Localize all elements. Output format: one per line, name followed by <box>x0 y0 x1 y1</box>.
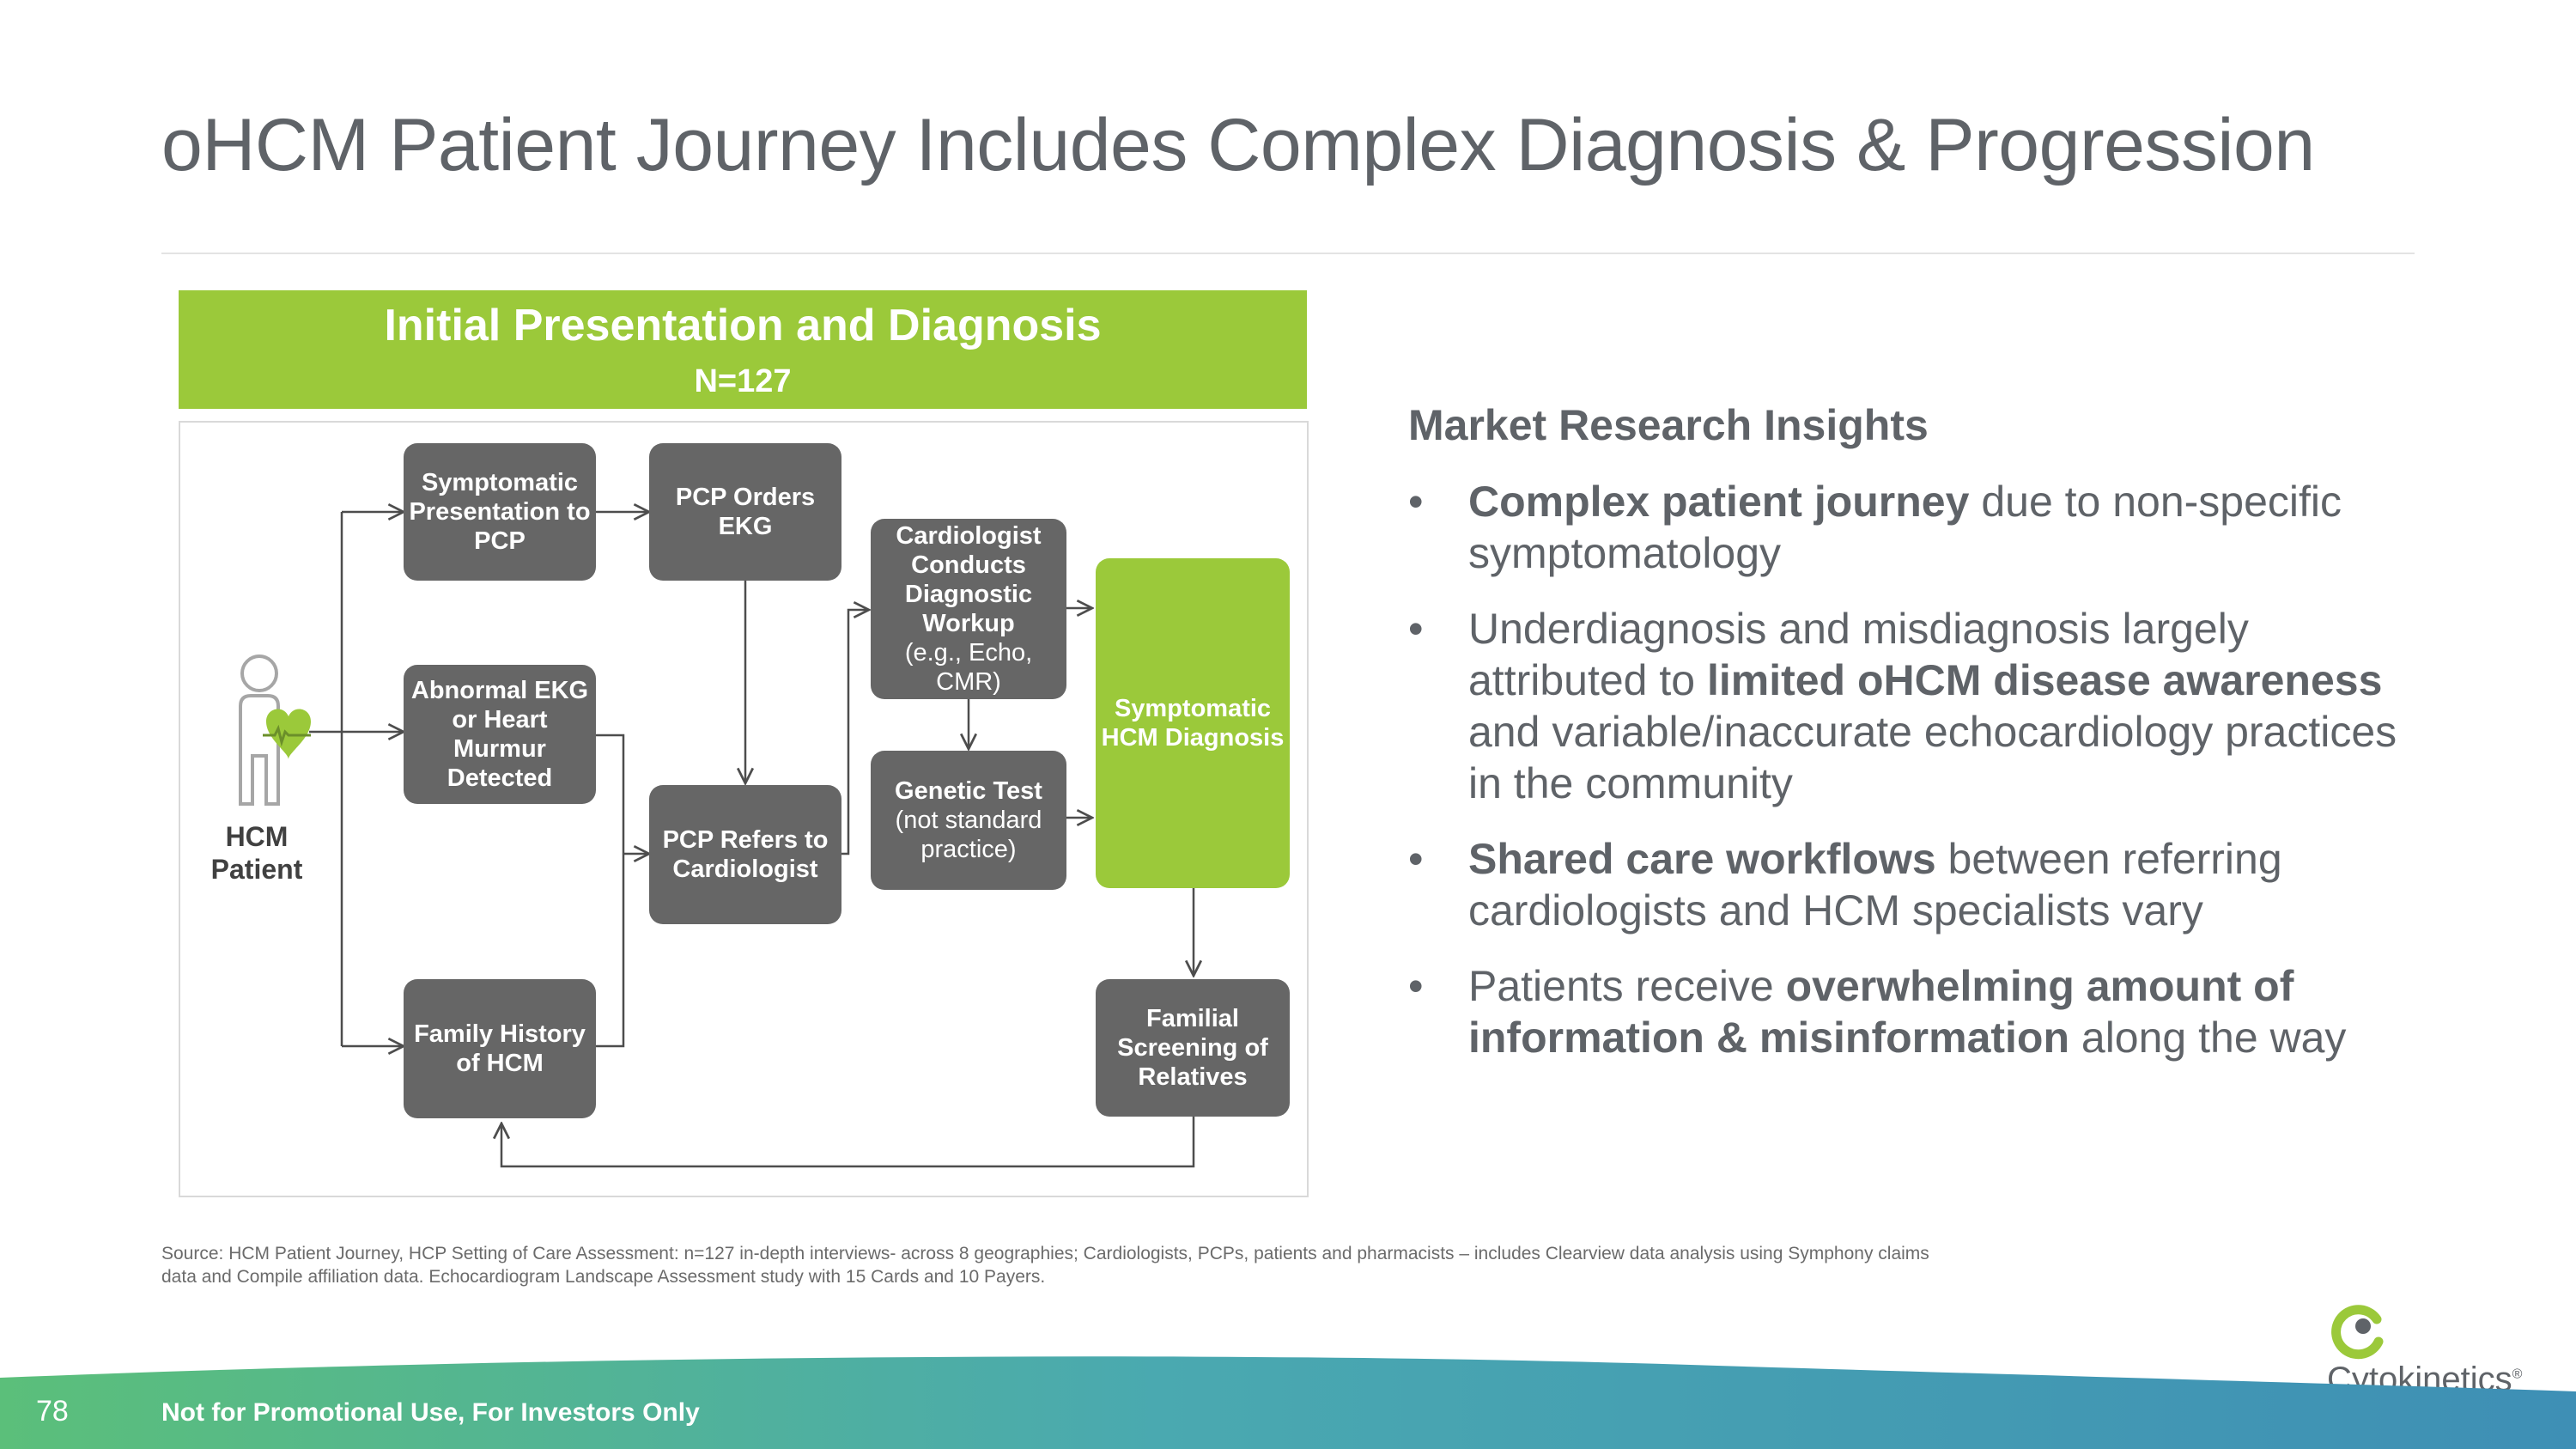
node-symptomatic-presentation: Symptomatic Presentation to PCP <box>404 443 596 581</box>
node-cardiologist-workup: Cardiologist Conducts Diagnostic Workup … <box>871 519 1066 699</box>
patient-heart-icon <box>239 654 311 806</box>
node-symptomatic-diagnosis: Symptomatic HCM Diagnosis <box>1096 558 1290 888</box>
node-cardiologist-workup-label: Cardiologist Conducts Diagnostic Workup <box>896 522 1042 637</box>
node-abnormal-ekg: Abnormal EKG or Heart Murmur Detected <box>404 665 596 804</box>
registered-mark: ® <box>2512 1367 2523 1382</box>
node-family-history-label: Family History of HCM <box>414 1020 586 1077</box>
node-genetic-test-note: (not standard practice) <box>895 807 1042 863</box>
node-cardiologist-workup-note: (e.g., Echo, CMR) <box>904 639 1033 696</box>
arrow-to-cardiologist <box>841 610 869 855</box>
insight-bullet-2: • Underdiagnosis and misdiagnosis largel… <box>1408 603 2439 809</box>
diagram-frame <box>179 421 1309 1197</box>
node-genetic-test-label: Genetic Test <box>895 777 1042 805</box>
insight-bullet-3: • Shared care workflows between referrin… <box>1408 833 2439 936</box>
node-abnormal-ekg-label: Abnormal EKG or Heart Murmur Detected <box>410 677 589 792</box>
bullet-marker: • <box>1408 478 1424 526</box>
footer-wave-band <box>0 1356 2576 1449</box>
node-pcp-refers: PCP Refers to Cardiologist <box>649 785 841 924</box>
node-symptomatic-presentation-label: Symptomatic Presentation to PCP <box>409 469 591 555</box>
footer-disclaimer: Not for Promotional Use, For Investors O… <box>161 1398 700 1427</box>
diagram-banner: Initial Presentation and Diagnosis N=127 <box>179 290 1307 409</box>
insight-4-emphasis: overwhelming amount of information & mis… <box>1468 962 2294 1062</box>
insight-1-text-b: due to non-specific symptomatology <box>1468 478 2342 577</box>
node-pcp-orders-ekg: PCP Orders EKG <box>649 443 841 581</box>
banner-title: Initial Presentation and Diagnosis <box>384 301 1102 350</box>
bullet-marker: • <box>1408 835 1424 883</box>
merge-connector <box>596 734 625 1048</box>
insight-3-text-b: between referring cardiologists and HCM … <box>1468 835 2282 935</box>
node-pcp-orders-ekg-label: PCP Orders EKG <box>675 484 816 540</box>
arrow-feedback-to-family-history <box>501 1117 1195 1168</box>
insights-heading: Market Research Insights <box>1408 401 1929 449</box>
insight-4-text-b: along the way <box>2069 1014 2347 1062</box>
insight-2-text-b: and variable/inaccurate echocardiology p… <box>1468 708 2397 807</box>
insight-bullet-4: • Patients receive overwhelming amount o… <box>1408 960 2439 1063</box>
node-family-history: Family History of HCM <box>404 979 596 1118</box>
bullet-marker: • <box>1408 962 1424 1010</box>
node-familial-screening-label: Familial Screening of Relatives <box>1117 1005 1268 1091</box>
market-research-insights: Market Research Insights • Complex patie… <box>1408 400 2439 1087</box>
patient-label: HCM Patient <box>210 821 303 885</box>
banner-sample-size: N=127 <box>694 363 792 399</box>
insight-1-emphasis: Complex patient journey <box>1468 478 1970 526</box>
source-footnote: Source: HCM Patient Journey, HCP Setting… <box>161 1244 1929 1287</box>
page-number: 78 <box>36 1395 69 1428</box>
node-genetic-test: Genetic Test (not standard practice) <box>871 751 1066 890</box>
insight-2-emphasis: limited oHCM disease awareness <box>1706 656 2383 704</box>
insight-2-text-a: Underdiagnosis and misdiagnosis largely … <box>1468 605 2249 704</box>
title-divider <box>161 253 2415 254</box>
insight-3-emphasis: Shared care workflows <box>1468 835 1936 883</box>
page-title: oHCM Patient Journey Includes Complex Di… <box>161 104 2315 186</box>
node-pcp-refers-label: PCP Refers to Cardiologist <box>662 826 829 883</box>
bullet-marker: • <box>1408 605 1424 653</box>
insight-4-text-a: Patients receive <box>1468 962 1786 1010</box>
insight-bullet-1: • Complex patient journey due to non-spe… <box>1408 476 2439 579</box>
node-symptomatic-diagnosis-label: Symptomatic HCM Diagnosis <box>1101 695 1285 752</box>
cytokinetics-logo-icon <box>2331 1305 2384 1360</box>
node-familial-screening: Familial Screening of Relatives <box>1096 979 1290 1117</box>
